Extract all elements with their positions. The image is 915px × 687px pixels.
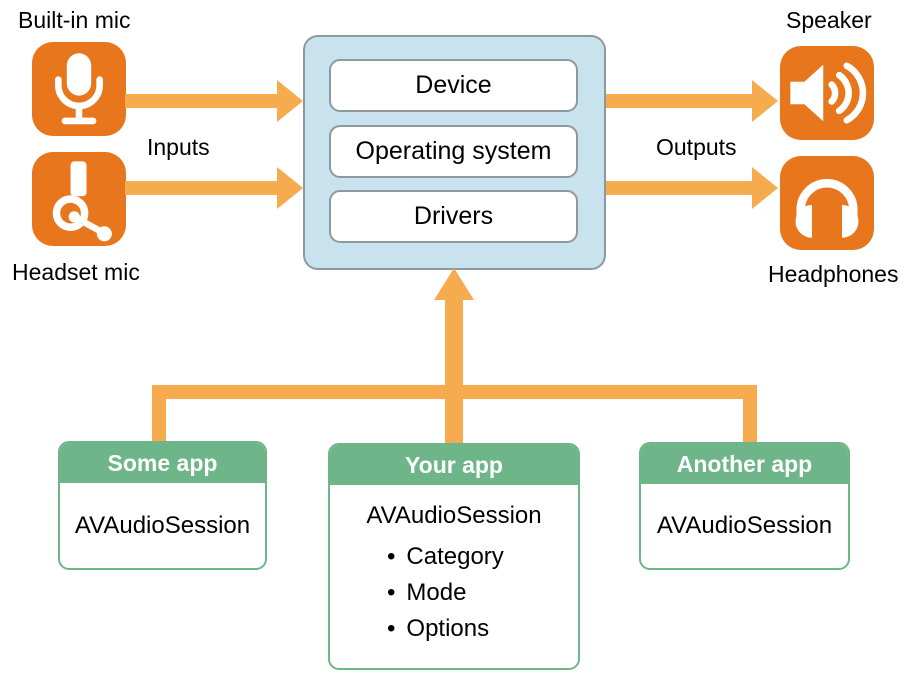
avaudiosession-label: AVAudioSession bbox=[656, 512, 833, 539]
connector-stub-another-app bbox=[743, 385, 757, 443]
app-card-header: Another app bbox=[641, 444, 848, 484]
arrow-shaft bbox=[445, 299, 463, 443]
app-card-header: Some app bbox=[60, 443, 265, 483]
system-layer-drivers: Drivers bbox=[329, 190, 578, 243]
mic-glyph bbox=[55, 53, 103, 125]
headphones-icon bbox=[780, 156, 874, 250]
headphones-glyph bbox=[795, 179, 859, 238]
system-box: Device Operating system Drivers bbox=[303, 35, 606, 270]
output-arrow-speaker bbox=[606, 80, 778, 122]
avaudiosession-label: AVAudioSession bbox=[74, 511, 251, 539]
avaudiosession-label: AVAudioSession bbox=[366, 502, 542, 529]
arrow-head bbox=[277, 167, 303, 209]
arrow-shaft bbox=[606, 94, 754, 108]
inputs-label: Inputs bbox=[147, 134, 210, 160]
arrow-head bbox=[277, 80, 303, 122]
connector-stub-some-app bbox=[152, 385, 166, 443]
session-to-system-arrow bbox=[434, 268, 474, 443]
app-card-header: Your app bbox=[330, 445, 578, 485]
list-item-category: Category bbox=[387, 539, 578, 575]
arrow-shaft bbox=[606, 181, 754, 195]
speaker-label: Speaker bbox=[786, 7, 872, 33]
list-item-options: Options bbox=[387, 611, 578, 647]
connector-horizontal bbox=[152, 385, 757, 399]
headset-mic-label: Headset mic bbox=[12, 259, 140, 285]
input-arrow-built-in-mic bbox=[125, 80, 303, 122]
arrow-shaft bbox=[125, 181, 279, 195]
session-properties-list: Category Mode Options bbox=[330, 539, 578, 647]
headset-mic-glyph bbox=[52, 161, 112, 242]
list-item-mode: Mode bbox=[387, 575, 578, 611]
app-card-your-app: Your app AVAudioSession Category Mode Op… bbox=[328, 443, 580, 670]
headset-mic-icon bbox=[32, 152, 126, 246]
arrow-head bbox=[434, 268, 474, 300]
system-layer-device: Device bbox=[329, 59, 578, 112]
app-card-body: AVAudioSession Category Mode Options bbox=[330, 485, 578, 647]
app-card-another-app: Another app AVAudioSession bbox=[639, 442, 850, 570]
built-in-mic-icon bbox=[32, 42, 126, 136]
outputs-label: Outputs bbox=[656, 134, 737, 160]
built-in-mic-label: Built-in mic bbox=[18, 7, 131, 33]
headphones-label: Headphones bbox=[768, 261, 899, 287]
arrow-head bbox=[752, 167, 778, 209]
output-arrow-headphones bbox=[606, 167, 778, 209]
app-card-some-app: Some app AVAudioSession bbox=[58, 441, 267, 570]
arrow-head bbox=[752, 80, 778, 122]
speaker-glyph bbox=[790, 62, 867, 124]
system-layer-operating-system: Operating system bbox=[329, 125, 578, 178]
speaker-icon bbox=[780, 46, 874, 140]
arrow-shaft bbox=[125, 94, 279, 108]
input-arrow-headset-mic bbox=[125, 167, 303, 209]
